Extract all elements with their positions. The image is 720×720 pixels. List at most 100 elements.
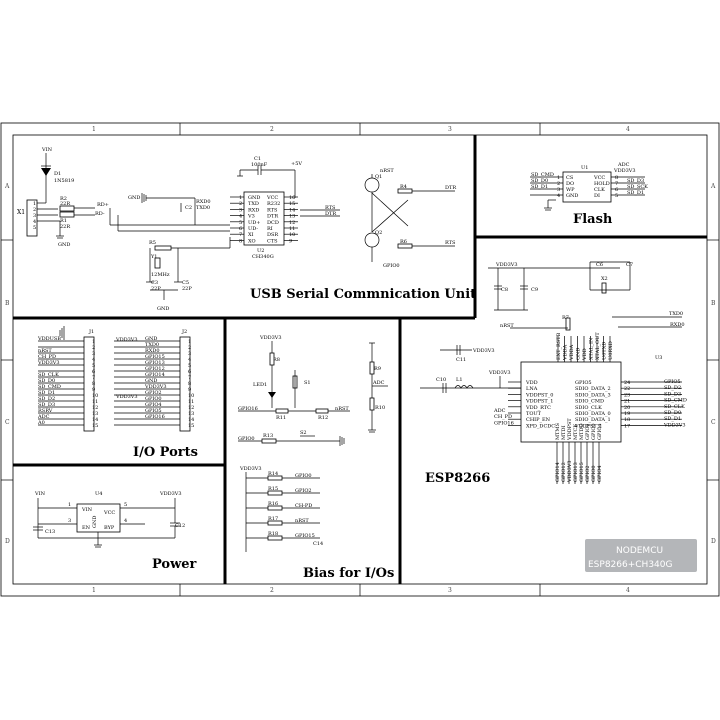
rts-net: RTS (325, 205, 336, 211)
esp-right-num-18: 18 (624, 417, 630, 423)
q2-label: Q2 (375, 230, 382, 236)
ch340-pin-vcc: VCC (266, 195, 278, 201)
r13-resistor (261, 438, 277, 444)
j2-net-gpio15: GPIO15 (145, 354, 165, 360)
flash-num-4: 4 (557, 193, 560, 199)
r2-label: R2 (60, 196, 67, 202)
ruler-col-3-bottom: 3 (448, 587, 452, 594)
section-title-bias: Bias for I/Os (303, 566, 394, 581)
j1-net-sd_d1: SD_D1 (38, 390, 55, 396)
flash-chip (562, 171, 612, 203)
esp-right-num-20: 20 (624, 405, 630, 411)
ruler-col-3: 3 (448, 126, 452, 133)
flash-pin-vcc: VCC (593, 175, 605, 181)
r12-label: R12 (318, 415, 328, 421)
esp-bottom-pin-6: GPIO0 (591, 423, 597, 440)
flash-pin-gnd: GND (566, 193, 578, 199)
section-title-esp: ESP8266 (425, 471, 490, 486)
esp-right-pin-1: SDIO_DATA_2 (575, 386, 611, 392)
j1-pin-10: 10 (92, 393, 98, 399)
esp-right-pin-2: SDIO_DATA_3 (575, 392, 611, 398)
ch340-num-15: 15 (289, 201, 295, 207)
j2-pin-10: 10 (188, 393, 194, 399)
flash-net-sd_cmd: SD_CMD (531, 172, 554, 178)
j2-pin-14: 14 (188, 417, 194, 423)
j2-net-vdd3v3-top: VDD3V3 (115, 337, 138, 343)
x1-usb-connector (26, 199, 38, 237)
d1-diode-symbol (41, 168, 51, 176)
ruler-row-d: D (5, 538, 10, 545)
led1-label: LED1 (253, 382, 267, 388)
esp-top-pin-6: XTAL_OUT (595, 332, 601, 360)
esp-top-pin-2: VDDA (569, 344, 575, 361)
esp-right-num-21: 21 (624, 399, 630, 405)
d1-label: D1 (54, 171, 61, 177)
ruler-row-a-right: A (710, 183, 716, 190)
rd-plus-net: RD+ (97, 202, 109, 208)
esp-right-pin-3: SDIO_CMD (575, 399, 604, 405)
rd-minus-net: RD- (95, 211, 105, 217)
esp-right-num-17: 17 (624, 423, 630, 429)
j1-pin-8: 8 (92, 381, 95, 387)
esp-vdd-left: VDD3V3 (472, 348, 495, 354)
flash-num-1: 1 (557, 175, 560, 181)
ch340-num-16: 16 (289, 195, 295, 201)
esp-bottom-net-6: GPIO0 (591, 465, 597, 482)
j2-header (179, 336, 191, 432)
j2-pin-6: 6 (188, 369, 191, 375)
u4-pin-vcc: VCC (103, 510, 115, 516)
u4-pin-gnd: GND (92, 516, 98, 528)
power-vin-label: VIN (34, 491, 46, 497)
bias-net-ch-pd: CH-PD (295, 503, 312, 509)
c14-label: C14 (313, 541, 323, 547)
flash-vdd-label: VDD3V3 (613, 168, 636, 174)
x1-pin-1: 1 (33, 201, 36, 207)
bias-net-gpio15: GPIO15 (295, 533, 315, 539)
esp-nrst-net: nRST (500, 323, 514, 329)
r4-label: R4 (400, 184, 407, 190)
bias-label-r17: R17 (268, 516, 278, 522)
j1-pin-15: 15 (92, 423, 98, 429)
r10-resistor (369, 397, 375, 411)
c10-label: C10 (436, 377, 446, 383)
ch340-num-1: 1 (239, 195, 242, 201)
esp-top-pin-3: GND (576, 348, 582, 360)
y1-value: 12MHz (151, 272, 170, 278)
esp-left-pin-3: VDDPST_1 (525, 399, 553, 405)
q1-transistor (364, 177, 380, 193)
ch340-pin-txd: TXD (248, 201, 259, 207)
ruler-row-d-right: D (711, 538, 716, 545)
j2-pin-5: 5 (188, 363, 191, 369)
u4-num-5: 5 (124, 502, 127, 508)
j1-net-adc: ADC (37, 414, 50, 420)
esp-bottom-pin-0: MTMS (555, 422, 561, 440)
bias-resistor-r16 (267, 505, 283, 511)
esp-bottom-pin-7: GPIO4 (597, 423, 603, 440)
u4-num-4: 4 (124, 518, 127, 524)
r1-value: 22R (60, 224, 70, 230)
ch340-num-5: 5 (239, 220, 242, 226)
j1-net-sd_d0: SD_D0 (38, 378, 55, 384)
j1-pin-4: 4 (92, 357, 95, 363)
ch340-pin-xi: XI (248, 232, 254, 238)
esp-left-pin-2: VDDPST_0 (525, 392, 553, 398)
flash-net-sd_d0: SD_D0 (531, 178, 548, 184)
flash-num-5: 5 (615, 193, 618, 199)
esp-rxd0-net: RXD0 (670, 322, 685, 328)
j1-net-sd_cmd: SD_CMD (38, 384, 61, 390)
esp8266-unit: VDD3V3 C8 C9 X2 C6 C7 R7 nRST TXD0 RXD0 … (420, 261, 697, 572)
c3-label: C3 (151, 280, 158, 286)
r2-value: 22R (60, 201, 70, 207)
gnd-label-c2: GND (128, 195, 140, 201)
j1-pin-11: 11 (92, 399, 98, 405)
r8-label: R8 (273, 357, 280, 363)
ch340-pin-dsr: DSR (267, 232, 278, 238)
gpio0-usb-net: GPIO0 (383, 263, 400, 269)
bias-resistor-r15 (267, 490, 283, 496)
j1-pin-9: 9 (92, 387, 95, 393)
u3-label: U3 (655, 355, 662, 361)
esp-right-pin-4: SDIO_CLK (575, 405, 602, 411)
ruler-col-2: 2 (270, 126, 274, 133)
ch340-num-12: 12 (289, 220, 295, 226)
